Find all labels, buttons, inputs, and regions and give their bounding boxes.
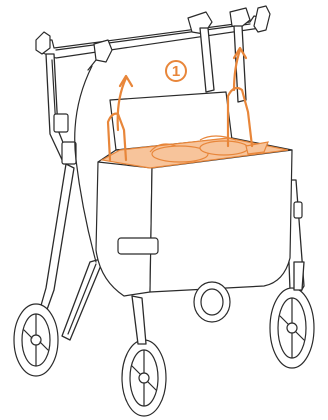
step-number-badge: 1 (166, 61, 186, 81)
shopping-bag (96, 88, 302, 296)
bag-side-clip (294, 202, 302, 218)
frame-joint-left (54, 114, 68, 132)
front-left-wheel (122, 296, 166, 416)
left-frame (38, 54, 104, 340)
bag-front-clip (118, 238, 158, 254)
bag-side-panel (150, 150, 292, 292)
right-handle-grip (254, 6, 270, 32)
rear-right-wheel (194, 282, 230, 322)
brake-cable (75, 66, 96, 262)
rear-left-wheel (14, 304, 58, 376)
step-number: 1 (172, 63, 180, 80)
bag-front-panel (96, 162, 152, 296)
